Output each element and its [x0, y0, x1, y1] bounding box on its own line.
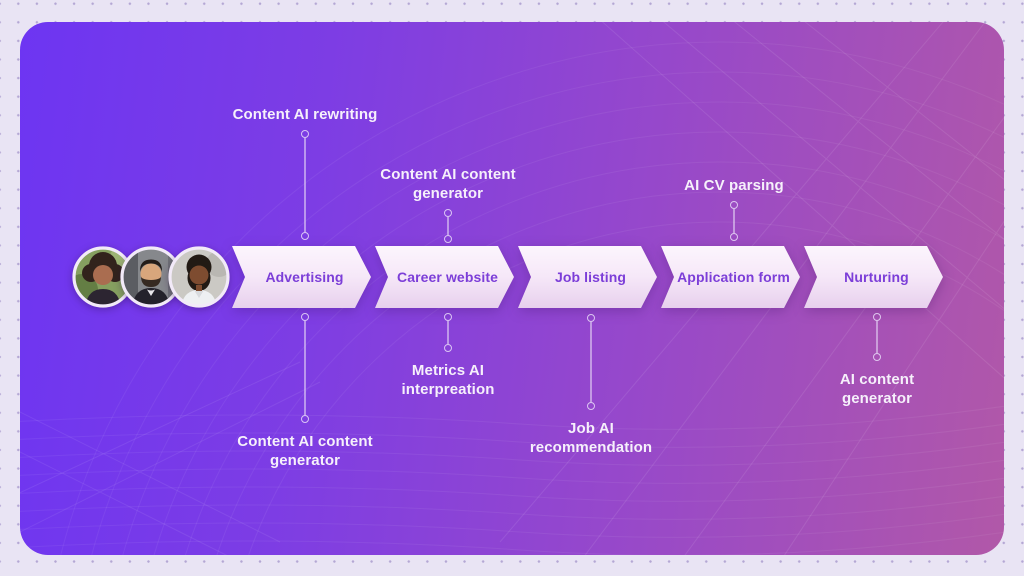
connector-stem — [733, 209, 735, 233]
connector-dot — [444, 313, 452, 321]
connector-dot — [587, 314, 595, 322]
callout-ai-content-generator: AI content generator — [822, 313, 932, 408]
funnel-stages: Advertising Career website Job listing A… — [232, 246, 943, 308]
team-avatars — [72, 246, 230, 308]
connector-line — [587, 314, 595, 410]
stage-job-listing: Job listing — [518, 246, 657, 308]
connector-dot — [873, 353, 881, 361]
connector-dot — [587, 402, 595, 410]
callout-label: Content AI content generator — [380, 166, 516, 202]
stage-advertising: Advertising — [232, 246, 371, 308]
callout-label: Metrics AI interpreation — [401, 362, 495, 398]
stage-application-form: Application form — [661, 246, 800, 308]
stage-nurturing: Nurturing — [804, 246, 943, 308]
callout-label: AI content generator — [839, 371, 915, 407]
callout-ai-cv-parsing: AI CV parsing — [659, 176, 809, 241]
hiring-funnel-panel: Advertising Career website Job listing A… — [20, 22, 1004, 555]
stage-label: Nurturing — [844, 269, 909, 285]
connector-dot — [301, 313, 309, 321]
connector-dot — [301, 415, 309, 423]
callout-metrics-ai-interpretation: Metrics AI interpreation — [378, 313, 518, 399]
connector-line — [301, 130, 309, 240]
connector-dot — [730, 233, 738, 241]
connector-line — [444, 313, 452, 352]
callout-content-ai-rewriting: Content AI rewriting — [215, 105, 395, 240]
connector-stem — [304, 321, 306, 415]
connector-stem — [447, 217, 449, 235]
stage-career-website: Career website — [375, 246, 514, 308]
connector-stem — [304, 138, 306, 232]
stage-label: Career website — [396, 269, 498, 285]
connector-line — [873, 313, 881, 361]
connector-dot — [873, 313, 881, 321]
stage-label: Job listing — [554, 269, 627, 285]
connector-line — [301, 313, 309, 423]
connector-line — [730, 201, 738, 241]
connector-dot — [730, 201, 738, 209]
connector-dot — [301, 130, 309, 138]
connector-dot — [444, 235, 452, 243]
team-avatar-3 — [168, 246, 230, 308]
stage-label: Application form — [677, 269, 790, 285]
callout-label: Job AI recommendation — [529, 420, 653, 456]
connector-stem — [876, 321, 878, 353]
connector-stem — [447, 321, 449, 344]
callout-label: AI CV parsing — [684, 177, 784, 194]
connector-dot — [444, 344, 452, 352]
callout-label: Content AI rewriting — [232, 106, 378, 123]
callout-label: Content AI content generator — [237, 433, 373, 469]
connector-stem — [590, 322, 592, 402]
stage-label: Advertising — [265, 269, 344, 285]
connector-dot — [301, 232, 309, 240]
connector-dot — [444, 209, 452, 217]
callout-content-ai-content-generator-top: Content AI content generator — [368, 165, 528, 243]
callout-job-ai-recommendation: Job AI recommendation — [516, 314, 666, 457]
callout-content-ai-content-generator-bottom: Content AI content generator — [220, 313, 390, 470]
connector-line — [444, 209, 452, 243]
